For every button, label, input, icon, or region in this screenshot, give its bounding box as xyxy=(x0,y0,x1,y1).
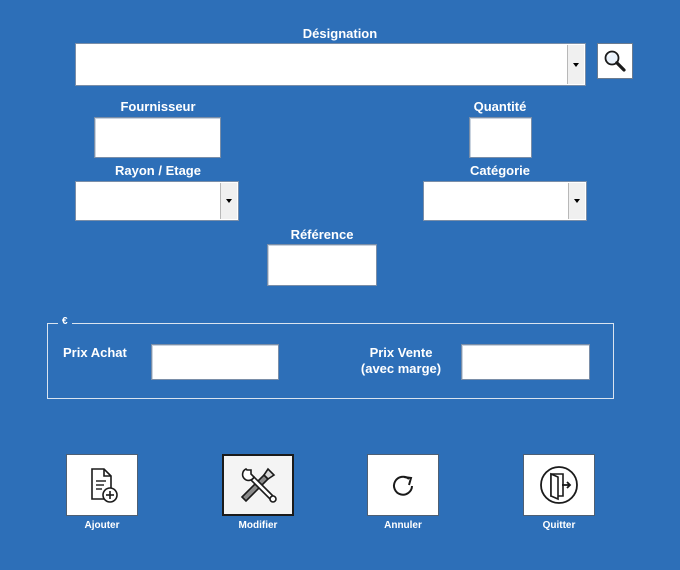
quit-button[interactable] xyxy=(523,454,595,516)
magnifier-icon xyxy=(604,50,626,72)
refresh-icon xyxy=(393,475,413,496)
quit-label: Quitter xyxy=(542,520,576,531)
reference-label: Référence xyxy=(290,227,354,242)
prix-achat-field[interactable] xyxy=(151,344,279,380)
designation-dropdown-button[interactable] xyxy=(567,45,584,84)
cancel-button[interactable] xyxy=(367,454,439,516)
chevron-down-icon xyxy=(574,199,580,203)
add-label: Ajouter xyxy=(84,520,120,531)
reference-field[interactable] xyxy=(267,244,377,286)
price-frame-legend: € xyxy=(58,316,72,327)
rayon-dropdown-button[interactable] xyxy=(220,183,237,219)
quantite-label: Quantité xyxy=(473,99,527,114)
exit-door-icon xyxy=(540,466,578,504)
modify-label: Modifier xyxy=(238,520,278,531)
price-frame xyxy=(47,323,614,399)
cancel-label: Annuler xyxy=(384,520,422,531)
chevron-down-icon xyxy=(226,199,232,203)
prix-achat-label: Prix Achat xyxy=(63,345,127,360)
chevron-down-icon xyxy=(573,62,579,67)
prix-vente-label-line1: Prix Vente xyxy=(369,345,433,360)
rayon-label: Rayon / Etage xyxy=(115,163,201,178)
fournisseur-label: Fournisseur xyxy=(120,99,196,114)
prix-vente-field[interactable] xyxy=(461,344,590,380)
search-button[interactable] xyxy=(597,43,633,79)
prix-vente-label-line2: (avec marge) xyxy=(360,361,442,376)
categorie-label: Catégorie xyxy=(470,163,530,178)
tools-icon xyxy=(240,467,277,503)
fournisseur-field[interactable] xyxy=(94,117,221,158)
add-button[interactable] xyxy=(66,454,138,516)
prix-vente-label: Prix Vente (avec marge) xyxy=(345,345,457,377)
rayon-combobox[interactable] xyxy=(75,181,239,221)
modify-button[interactable] xyxy=(222,454,294,516)
document-add-icon xyxy=(91,468,118,503)
categorie-combobox[interactable] xyxy=(423,181,587,221)
categorie-dropdown-button[interactable] xyxy=(568,183,585,219)
designation-combobox[interactable] xyxy=(75,43,586,86)
designation-label: Désignation xyxy=(302,26,378,41)
quantite-field[interactable] xyxy=(469,117,532,158)
